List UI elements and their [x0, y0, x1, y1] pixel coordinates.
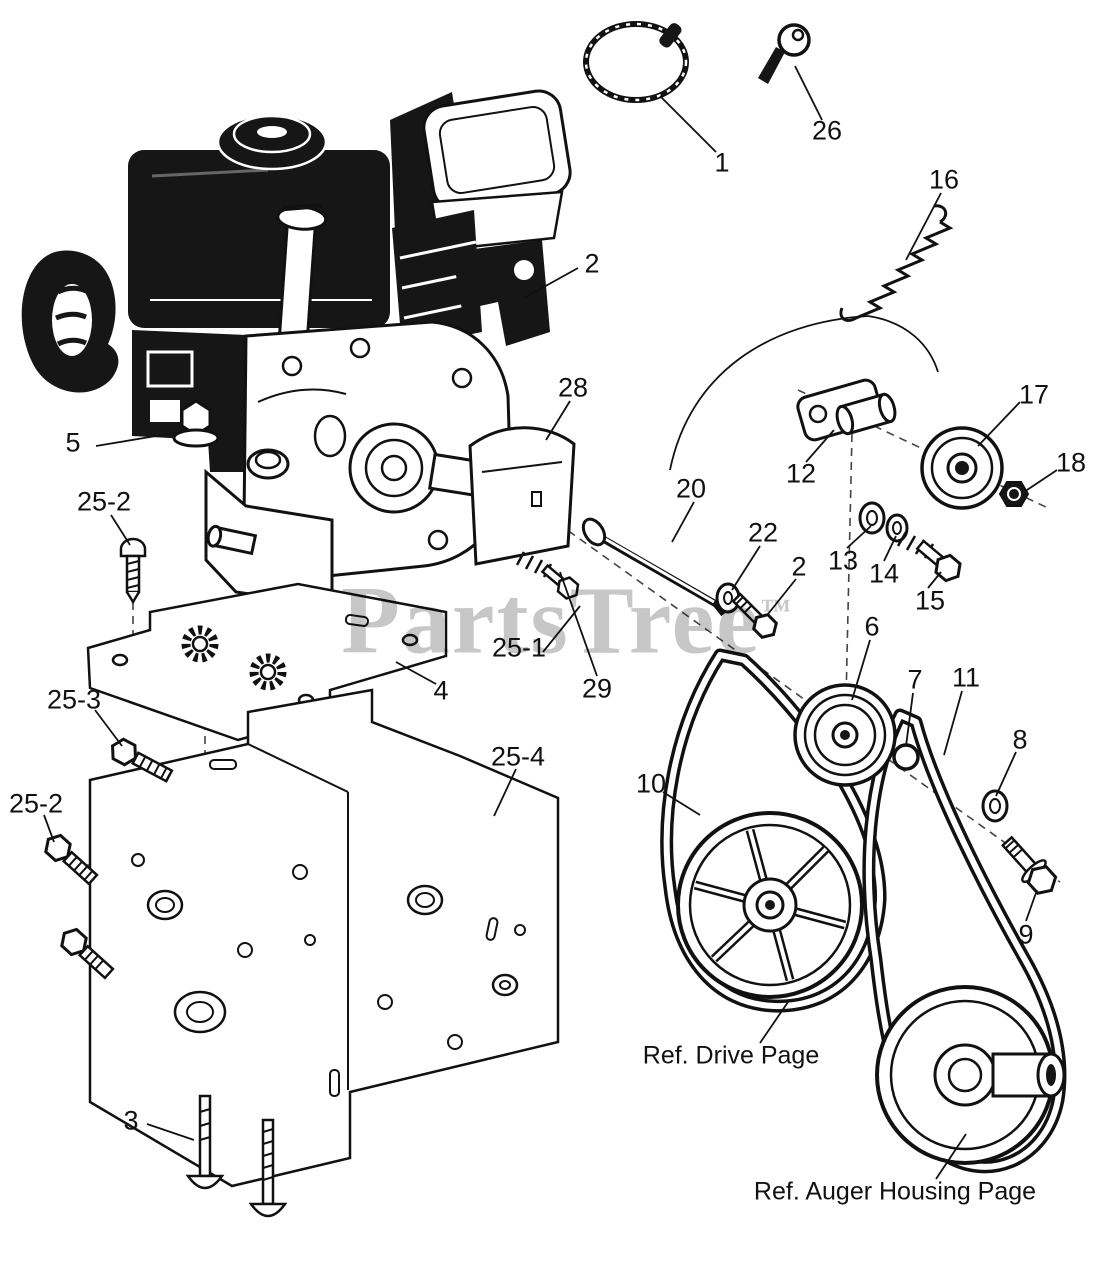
- frame-plate-25-4: [88, 688, 560, 1188]
- callout-5: 5: [65, 427, 81, 458]
- trademark-symbol: ™: [760, 593, 791, 627]
- washer-8: [981, 789, 1009, 823]
- callout-2: 2: [584, 248, 600, 279]
- callout-25-2-top: 25-2: [76, 486, 132, 517]
- callout-12: 12: [785, 458, 817, 489]
- callout-7: 7: [907, 664, 923, 695]
- ref-drive-page-label: Ref. Drive Page: [642, 1041, 820, 1070]
- ref-auger-housing-page-label: Ref. Auger Housing Page: [753, 1177, 1037, 1206]
- callout-25-2-left: 25-2: [8, 788, 64, 819]
- retaining-ring-7: [892, 743, 920, 771]
- carriage-bolts-3: [185, 1094, 288, 1218]
- engine-pulley-6: [793, 683, 897, 787]
- callout-20: 20: [675, 473, 707, 504]
- watermark: PartsTree™: [341, 565, 791, 676]
- callout-15: 15: [914, 585, 946, 616]
- callout-2b: 2: [791, 551, 807, 582]
- nut-18: [998, 481, 1030, 507]
- callout-1: 1: [714, 147, 730, 178]
- engine-assembly: [21, 89, 572, 608]
- callout-13: 13: [827, 545, 859, 576]
- auger-pulley: [875, 985, 1066, 1165]
- auger-belt-11: [862, 708, 1067, 1174]
- callout-22: 22: [747, 517, 779, 548]
- watermark-text: PartsTree: [341, 566, 761, 674]
- callout-10: 10: [635, 768, 667, 799]
- callout-17: 17: [1018, 379, 1050, 410]
- callout-3: 3: [123, 1105, 139, 1136]
- screw-25-2-top: [119, 537, 147, 605]
- leader-lines: [43, 65, 1058, 1180]
- callout-28: 28: [557, 372, 589, 403]
- idler-pulley-17: [920, 426, 1004, 510]
- bolt-2: [731, 592, 778, 639]
- callout-26: 26: [811, 115, 843, 146]
- bolt-25-2-left: [44, 833, 99, 886]
- pto-stub-shaft: [206, 524, 258, 556]
- extension-spring-16: [839, 204, 954, 322]
- callout-4: 4: [433, 675, 449, 706]
- callout-25-1: 25-1: [491, 632, 547, 663]
- ignition-key-26: [758, 23, 811, 84]
- bolt-25-3: [110, 737, 174, 783]
- starter-loop-1: [583, 21, 689, 103]
- callout-8: 8: [1012, 724, 1028, 755]
- callout-14: 14: [868, 558, 900, 589]
- bolt-9: [1000, 835, 1058, 895]
- callout-18: 18: [1055, 447, 1087, 478]
- part-5-bolt: [172, 399, 220, 448]
- idler-bracket-12: [796, 378, 897, 442]
- callout-25-3: 25-3: [46, 684, 102, 715]
- guard-plate-28: [468, 426, 576, 566]
- guide-curves: [669, 315, 939, 471]
- callout-9: 9: [1018, 919, 1034, 950]
- spring-bolt-15: [896, 531, 962, 583]
- callout-29: 29: [581, 673, 613, 704]
- mounting-plate-4: [86, 582, 448, 742]
- drive-pulley: [676, 811, 864, 999]
- callout-6: 6: [864, 611, 880, 642]
- star-washer: [181, 625, 219, 663]
- callout-11: 11: [951, 662, 981, 693]
- star-washer: [249, 653, 287, 691]
- fuel-tank: [128, 150, 390, 328]
- callout-25-4: 25-4: [490, 741, 546, 772]
- callout-16: 16: [928, 164, 960, 195]
- washers-13-14: [858, 501, 909, 543]
- bolt-25-2-left-lower: [60, 927, 115, 980]
